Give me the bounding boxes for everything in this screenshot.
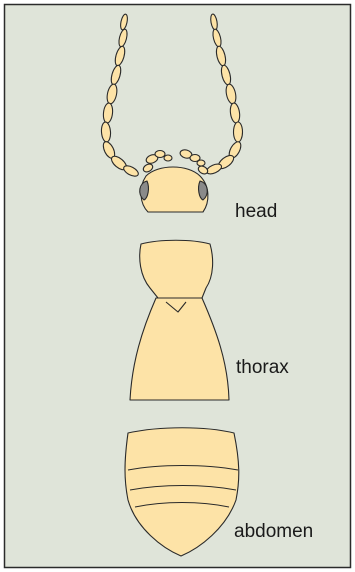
label-abdomen: abdomen: [234, 521, 313, 542]
label-head: head: [235, 201, 277, 222]
head-capsule: [141, 167, 208, 212]
label-thorax: thorax: [236, 357, 289, 378]
thorax-prothorax: [140, 240, 213, 298]
